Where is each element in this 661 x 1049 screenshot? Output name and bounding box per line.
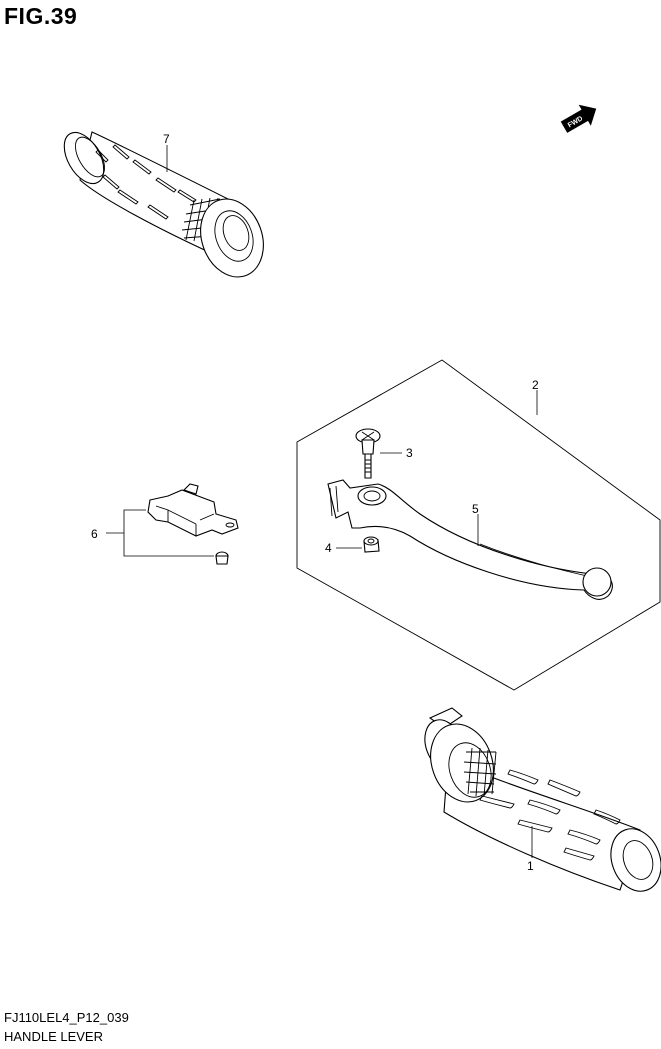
- figure-name: HANDLE LEVER: [4, 1029, 103, 1044]
- bolt-part: [355, 428, 381, 479]
- forward-arrow-icon: FWD: [560, 104, 597, 133]
- nut-part: [363, 536, 380, 553]
- callout-4: 4: [325, 541, 332, 555]
- callout-3: 3: [406, 446, 413, 460]
- callout-6: 6: [91, 527, 98, 541]
- figure-title: FIG.39: [4, 3, 78, 29]
- right-grip-part: [424, 707, 661, 892]
- callout-5: 5: [472, 502, 479, 516]
- left-grip-part: [63, 131, 264, 278]
- callout-7: 7: [163, 132, 170, 146]
- figure-code: FJ110LEL4_P12_039: [4, 1010, 129, 1025]
- switch-part: [147, 483, 239, 565]
- lever-part: [327, 479, 613, 600]
- callout-2: 2: [532, 378, 539, 392]
- callout-1: 1: [527, 859, 534, 873]
- lever-assembly-outline: [296, 359, 661, 691]
